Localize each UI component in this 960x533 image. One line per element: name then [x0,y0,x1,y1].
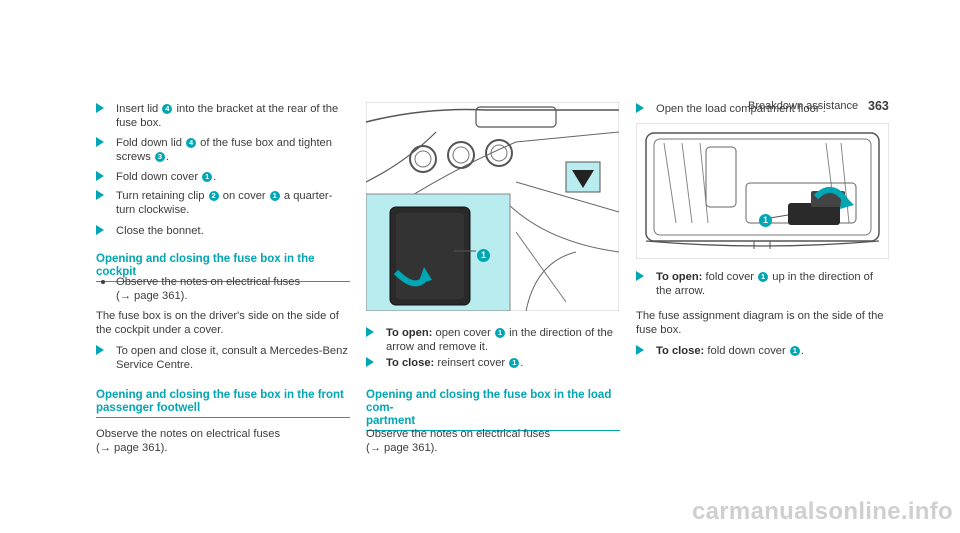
running-header: Breakdown assistance [748,100,858,112]
step-open-cockpit-cover: To open: open cover 1 in the direction o… [366,326,646,354]
step-open-floor: Open the load compartment floor . [636,102,916,116]
callout-1-figure: 1 [476,246,491,264]
callout-1: 1 [494,328,505,338]
step-arrow-icon [96,171,104,181]
cockpit-illustration-svg [365,101,620,312]
para-fuse-location: The fuse box is on the driver's side on … [96,310,339,336]
para-fuse-diagram: The fuse assignment diagram is on the si… [636,310,884,336]
step-close-bonnet: Close the bonnet. [96,224,376,238]
step-arrow-icon [96,190,104,200]
step-consult-service: To open and close it, consult a Mercedes… [96,344,376,372]
step-close-load-cover: To close: fold down cover 1. [636,344,916,358]
step-arrow-icon [636,345,644,355]
bullet-observe-notes: Observe the notes on electrical fuses(→ … [96,275,376,303]
callout-3: 3 [154,152,165,162]
section-title: Breakdown assistance [748,100,859,112]
step-fold-cover: Fold down cover 1. [96,170,376,184]
heading-load-compartment: Opening and closing the fuse box in the … [366,389,620,431]
page-number: 363 [868,99,889,113]
cockpit-fuse-illustration: 1 [365,101,620,312]
para-observe-load: Observe the notes on electrical fuses(→ … [366,428,551,454]
heading-footwell: Opening and closing the fuse box in the … [96,389,350,418]
load-compartment-illustration: 1 [635,122,890,260]
step-fold-lid: Fold down lid 4 of the fuse box and tigh… [96,136,376,164]
step-open-load-cover: To open: fold cover 1 up in the directio… [636,270,916,298]
callout-4: 4 [162,104,173,114]
heading-cockpit: Opening and closing the fuse box in the … [96,253,350,282]
callout-1: 1 [789,346,800,356]
callout-1: 1 [509,358,520,368]
callout-2: 2 [208,191,219,201]
callout-1: 1 [758,272,769,282]
callout-1: 1 [202,172,213,182]
step-arrow-icon [366,327,374,337]
load-compartment-svg [635,122,890,260]
step-arrow-icon [636,103,644,113]
step-arrow-icon [366,357,374,367]
callout-1: 1 [269,191,280,201]
para-observe-footwell: Observe the notes on electrical fuses(→ … [96,428,281,454]
step-insert-lid: Insert lid 4 into the bracket at the rea… [96,102,376,130]
step-arrow-icon [96,225,104,235]
step-close-cockpit-cover: To close: reinsert cover 1. [366,356,646,370]
step-turn-clip: Turn retaining clip 2 on cover 1 a quart… [96,189,376,217]
watermark: carmanualsonline.info [692,498,954,525]
step-arrow-icon [96,345,104,355]
callout-1-figure: 1 [758,211,773,229]
step-arrow-icon [96,103,104,113]
callout-4: 4 [186,138,197,148]
step-arrow-icon [636,271,644,281]
step-arrow-icon [96,137,104,147]
